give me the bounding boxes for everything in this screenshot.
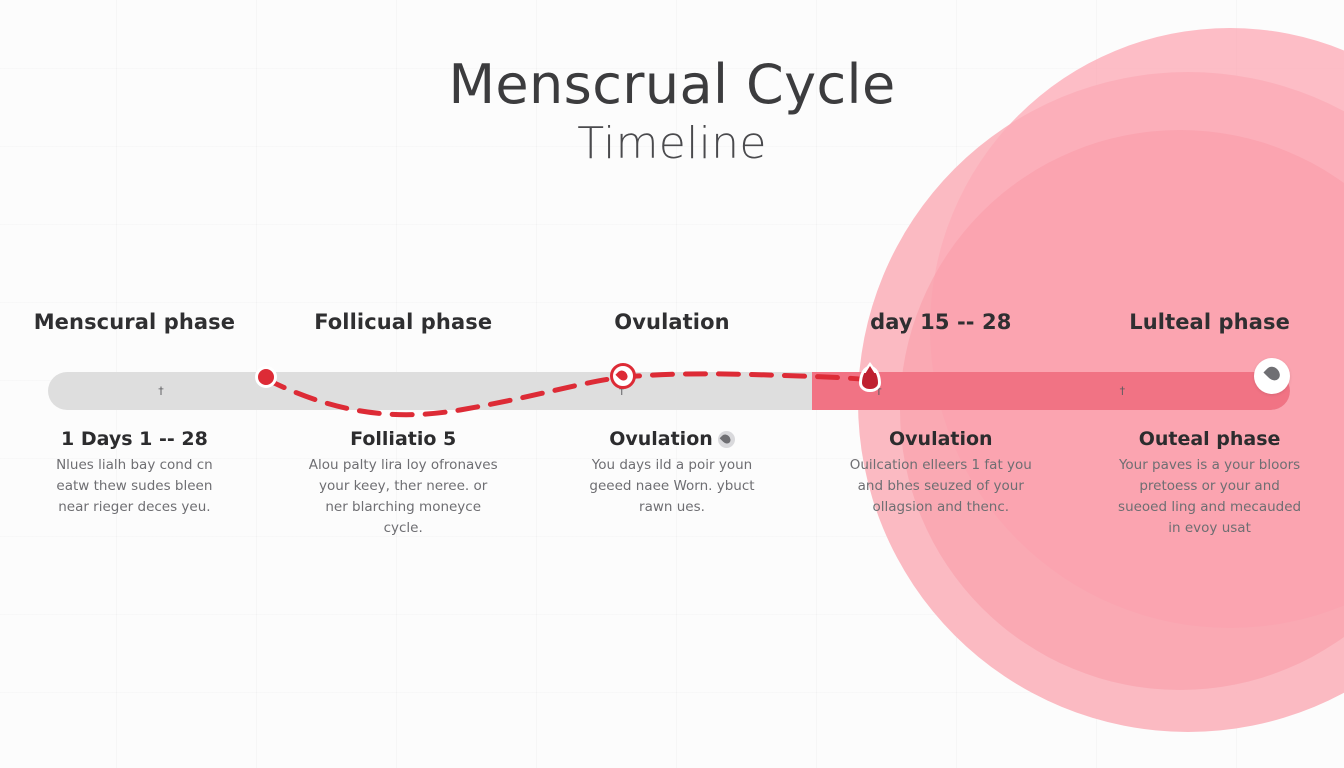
phase-detail-2: Ovulation You days ild a poir youn geeed… bbox=[538, 428, 807, 539]
phase-label-3: day 15 -- 28 bbox=[806, 310, 1075, 334]
phase-label-0: Menscural phase bbox=[0, 310, 269, 334]
detail-body: Nlues lialh bay cond cn eatw thew sudes … bbox=[56, 457, 213, 515]
phase-label-text: day 15 -- 28 bbox=[870, 310, 1012, 334]
droplet-badge-icon bbox=[717, 431, 735, 448]
phase-detail-row: 1 Days 1 -- 28 Nlues lialh bay cond cn e… bbox=[0, 428, 1344, 539]
phase-label-text: Ovulation bbox=[614, 310, 730, 334]
phase-detail-1: Folliatio 5 Alou palty lira loy ofronave… bbox=[269, 428, 538, 539]
page-title: Menscrual Cycle bbox=[448, 53, 896, 116]
bar-tick-2: † bbox=[619, 384, 625, 398]
detail-title-with-icon: Ovulation bbox=[548, 428, 797, 450]
page-heading: Menscrual Cycle Timeline bbox=[0, 53, 1344, 174]
detail-body: Ouilcation elleers 1 fat you and bhes se… bbox=[849, 457, 1032, 515]
detail-body: Alou palty lira loy ofronaves your keey,… bbox=[308, 457, 498, 536]
phase-label-4: Lulteal phase bbox=[1075, 310, 1344, 334]
phase-detail-4: Outeal phase Your paves is a your bloors… bbox=[1075, 428, 1344, 539]
menstrual-start-dot-icon[interactable] bbox=[255, 366, 277, 388]
phase-label-text: Follicual phase bbox=[314, 310, 493, 334]
luteal-end-drop-icon[interactable] bbox=[1254, 358, 1290, 394]
phase-detail-3: Ovulation Ouilcation elleers 1 fat you a… bbox=[806, 428, 1075, 539]
phase-label-text: Menscural phase bbox=[33, 310, 236, 334]
phase-label-row: Menscural phase Follicual phase Ovulatio… bbox=[0, 310, 1344, 334]
phase-detail-0: 1 Days 1 -- 28 Nlues lialh bay cond cn e… bbox=[0, 428, 269, 539]
phase-label-1: Follicual phase bbox=[269, 310, 538, 334]
bar-tick-1: † bbox=[158, 384, 164, 398]
detail-body: Your paves is a your bloors pretoess or … bbox=[1118, 457, 1302, 536]
page-subtitle: Timeline bbox=[577, 118, 767, 170]
detail-body: You days ild a poir youn geeed naee Worn… bbox=[589, 457, 755, 515]
ovulation-ring-icon[interactable] bbox=[610, 363, 636, 389]
detail-title: 1 Days 1 -- 28 bbox=[60, 428, 208, 450]
detail-title: Folliatio 5 bbox=[350, 428, 457, 450]
hormone-curve bbox=[263, 371, 875, 418]
phase-label-2: Ovulation bbox=[538, 310, 807, 334]
detail-title: Outeal phase bbox=[1138, 428, 1281, 450]
phase-label-text: Lulteal phase bbox=[1129, 310, 1290, 334]
ovulation-drop-icon[interactable] bbox=[857, 364, 885, 396]
detail-title: Ovulation bbox=[889, 428, 993, 450]
timeline: Menscural phase Follicual phase Ovulatio… bbox=[0, 310, 1344, 550]
detail-title-text: Ovulation bbox=[609, 428, 713, 450]
